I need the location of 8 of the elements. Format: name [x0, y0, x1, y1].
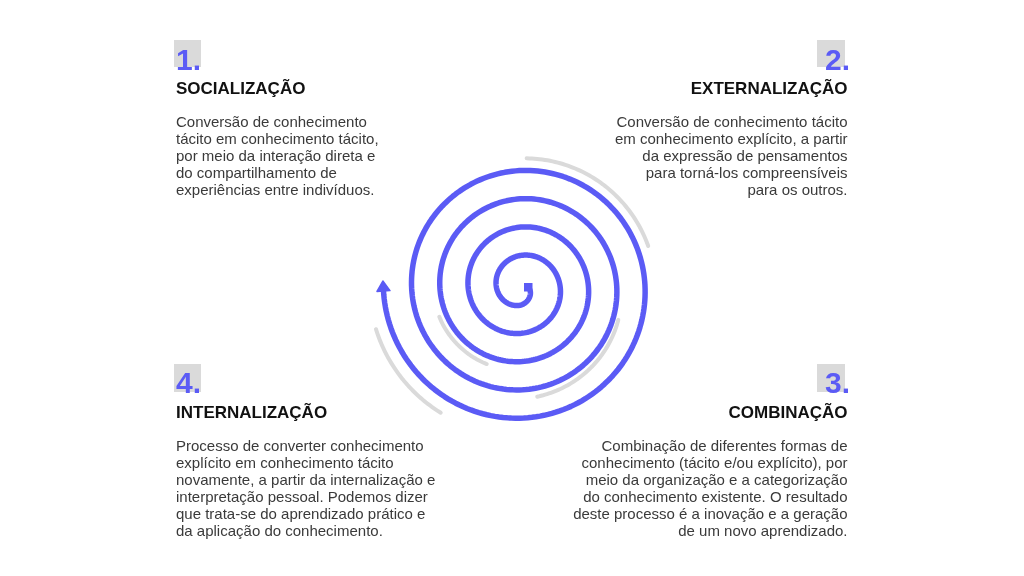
step-title: INTERNALIZAÇÃO	[176, 402, 328, 423]
step-title: EXTERNALIZAÇÃO	[690, 79, 848, 99]
step-title: COMBINAÇÃO	[728, 402, 848, 423]
step-title: SOCIALIZAÇÃO	[176, 79, 306, 99]
step-description: Combinação de diferentes formas de conhecimento (tácito e/ou explícito), por meio da organização e a categorização do conhecimento existente. O resultado deste processo é a inovação e a geração de um novo aprendizado.	[572, 437, 848, 539]
step-description: Conversão de conhecimento tácito em conhecimento tácito, por meio da interação direta e do compartilhamento de experiências entre indivíduos.	[176, 113, 380, 198]
step-description: Conversão de conhecimento tácito em conhecimento explícito, a partir da expressão de pensamentos para torná-los compreensíveis para os outros.	[613, 113, 848, 198]
step-description: Processo de converter conhecimento explícito em conhecimento tácito novamente, a partir da internalização e interpretação pessoal. Podemos dizer que trata-se do aprendizado prático e da aplicação do conhecimento.	[176, 437, 437, 539]
